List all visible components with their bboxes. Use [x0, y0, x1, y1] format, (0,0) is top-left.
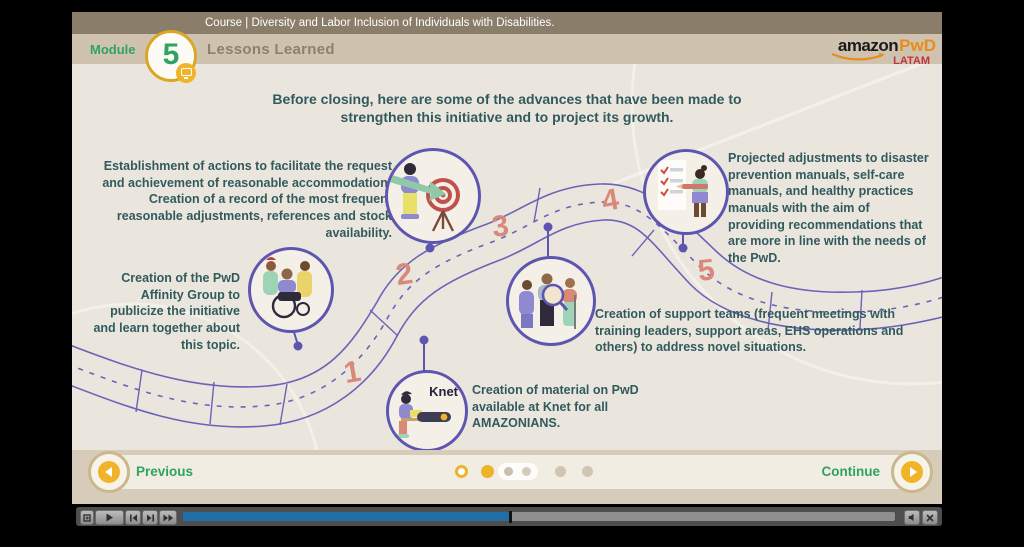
fast-forward-button[interactable]	[159, 510, 177, 525]
slide-content: Before closing, here are some of the adv…	[72, 64, 942, 452]
affinity-group-circle	[248, 247, 334, 333]
pill-dot-left	[504, 467, 513, 476]
media-player-bar	[76, 507, 942, 526]
step-5-text: Creation of support teams (frequent meet…	[595, 307, 904, 355]
step-back-icon	[129, 514, 137, 521]
progress-dot-1[interactable]	[455, 465, 468, 478]
continue-label[interactable]: Continue	[821, 464, 881, 479]
restart-button[interactable]	[80, 510, 94, 525]
group-with-wheelchair-icon	[263, 257, 312, 319]
continue-button[interactable]	[891, 451, 933, 493]
previous-button[interactable]	[88, 451, 130, 493]
latam-wordmark: LATAM	[893, 55, 930, 67]
course-slide: Course | Diversity and Labor Inclusion o…	[72, 12, 942, 504]
step-2-text: Creation of the PwD Affinity Group to pu…	[93, 271, 240, 352]
progress-dot-4[interactable]	[555, 466, 566, 477]
volume-button[interactable]	[904, 510, 920, 525]
seek-handle[interactable]	[508, 511, 512, 523]
checklist-circle	[643, 149, 729, 235]
step-forward-button[interactable]	[142, 510, 158, 525]
step-3-text: Establishment of actions to facilitate t…	[102, 159, 392, 240]
person-with-checklist-icon	[658, 160, 708, 217]
person-at-laptop-knet-icon	[397, 391, 451, 438]
support-teams-circle	[506, 256, 596, 346]
restart-icon	[83, 513, 91, 522]
course-title-bar: Course | Diversity and Labor Inclusion o…	[72, 12, 942, 34]
navigation-bar: Previous Continue	[72, 450, 942, 504]
progress-dot-2[interactable]	[481, 465, 494, 478]
module-label: Module	[90, 42, 136, 57]
close-button[interactable]	[922, 510, 938, 525]
play-button[interactable]	[95, 510, 124, 525]
seek-bar-fill	[183, 512, 511, 521]
fast-forward-icon	[163, 514, 173, 521]
knet-label: Knet	[429, 384, 458, 399]
amazon-pwd-latam-logo: amazon PwD LATAM	[806, 37, 936, 67]
step-1-text: Creation of material on PwD available at…	[472, 383, 639, 431]
knet-circle: Knet	[386, 370, 468, 452]
course-title: Course | Diversity and Labor Inclusion o…	[205, 17, 555, 29]
group-with-magnifier-icon	[519, 273, 577, 329]
screen-lightbulb-icon	[176, 63, 196, 83]
module-bar	[72, 34, 942, 64]
arrow-hitting-target-icon	[388, 163, 460, 232]
arrow-left-icon	[104, 467, 112, 477]
pill-dot-right	[522, 467, 531, 476]
arrow-right-icon	[909, 467, 917, 477]
amazon-smile-icon	[831, 52, 885, 61]
page-title: Lessons Learned	[207, 41, 335, 58]
step-forward-icon	[146, 514, 154, 521]
step-number-5: 5	[696, 253, 717, 288]
pwd-wordmark: PwD	[899, 36, 936, 55]
previous-label[interactable]: Previous	[136, 464, 194, 479]
step-back-button[interactable]	[125, 510, 141, 525]
volume-icon	[908, 513, 913, 522]
progress-dot-5[interactable]	[582, 466, 593, 477]
step-4-text: Projected adjustments to disaster preven…	[728, 151, 929, 265]
play-icon	[106, 513, 113, 522]
progress-dot-pill[interactable]	[498, 463, 538, 480]
seek-bar[interactable]	[183, 511, 895, 523]
close-icon	[926, 513, 934, 522]
target-illustration-circle	[385, 148, 481, 244]
amazon-wordmark: amazon	[837, 36, 899, 55]
intro-text: Before closing, here are some of the adv…	[272, 91, 742, 126]
